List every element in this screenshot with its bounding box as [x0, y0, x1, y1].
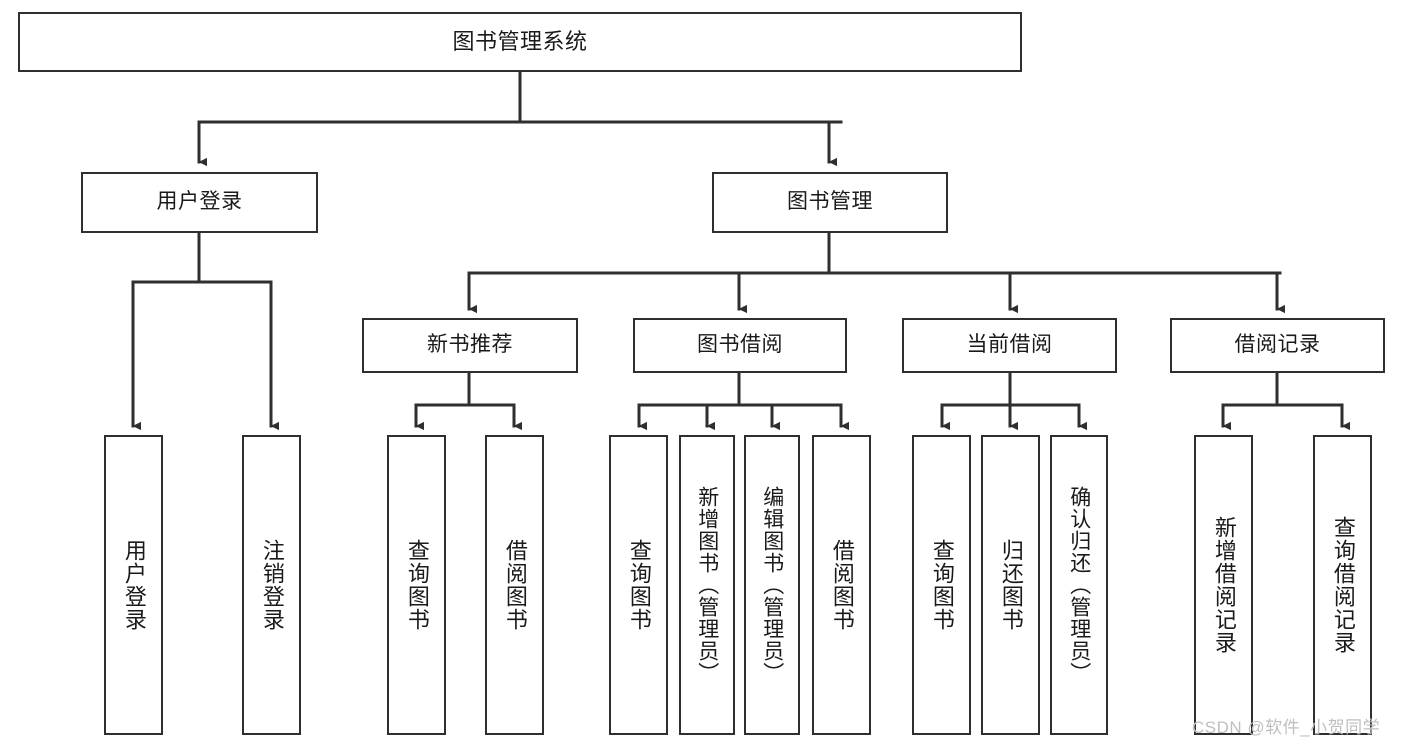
- node-user-login[interactable]: 用户登录: [81, 172, 318, 233]
- node-label: 当前借阅: [966, 333, 1053, 357]
- leaf-query-borrow-record[interactable]: 查询借阅记录: [1313, 435, 1372, 735]
- leaf-add-borrow-record[interactable]: 新增借阅记录: [1194, 435, 1253, 735]
- leaf-add-book-admin[interactable]: 新增图书（管理员）: [679, 435, 735, 735]
- leaf-return-book[interactable]: 归还图书: [981, 435, 1040, 735]
- node-book-management[interactable]: 图书管理: [712, 172, 948, 233]
- leaf-query-book-borrow[interactable]: 查询图书: [609, 435, 668, 735]
- leaf-borrow-book[interactable]: 借阅图书: [812, 435, 871, 735]
- leaf-confirm-return-admin[interactable]: 确认归还（管理员）: [1050, 435, 1108, 735]
- leaf-edit-book-admin[interactable]: 编辑图书（管理员）: [744, 435, 800, 735]
- node-label: 注销登录: [259, 539, 285, 631]
- node-label: 归还图书: [998, 539, 1024, 631]
- node-label: 借阅图书: [502, 539, 528, 631]
- node-label: 确认归还（管理员）: [1067, 486, 1091, 684]
- node-label: 新增借阅记录: [1211, 516, 1237, 654]
- leaf-query-book-current[interactable]: 查询图书: [912, 435, 971, 735]
- node-label: 新书推荐: [427, 333, 513, 357]
- leaf-query-book-recommend[interactable]: 查询图书: [387, 435, 446, 735]
- node-label: 查询图书: [626, 539, 652, 631]
- node-label: 查询图书: [929, 539, 955, 631]
- node-borrow-record[interactable]: 借阅记录: [1170, 318, 1385, 373]
- leaf-logout[interactable]: 注销登录: [242, 435, 301, 735]
- node-label: 新增图书（管理员）: [695, 486, 719, 684]
- node-label: 借阅记录: [1234, 333, 1321, 357]
- node-label: 图书管理: [787, 190, 873, 214]
- node-label: 借阅图书: [829, 539, 855, 631]
- watermark-text: CSDN @软件_小贺同学: [1192, 718, 1381, 737]
- leaf-user-login[interactable]: 用户登录: [104, 435, 163, 735]
- node-label: 用户登录: [156, 190, 243, 214]
- node-label: 用户登录: [121, 539, 147, 631]
- node-new-book-recommend[interactable]: 新书推荐: [362, 318, 578, 373]
- node-label: 查询借阅记录: [1330, 516, 1356, 654]
- leaf-borrow-book-recommend[interactable]: 借阅图书: [485, 435, 544, 735]
- node-root-system[interactable]: 图书管理系统: [18, 12, 1022, 72]
- node-label: 图书借阅: [697, 333, 783, 357]
- node-label: 图书管理系统: [452, 28, 588, 54]
- node-label: 查询图书: [404, 539, 430, 631]
- node-current-borrow[interactable]: 当前借阅: [902, 318, 1117, 373]
- node-label: 编辑图书（管理员）: [760, 486, 784, 684]
- node-book-borrow[interactable]: 图书借阅: [633, 318, 847, 373]
